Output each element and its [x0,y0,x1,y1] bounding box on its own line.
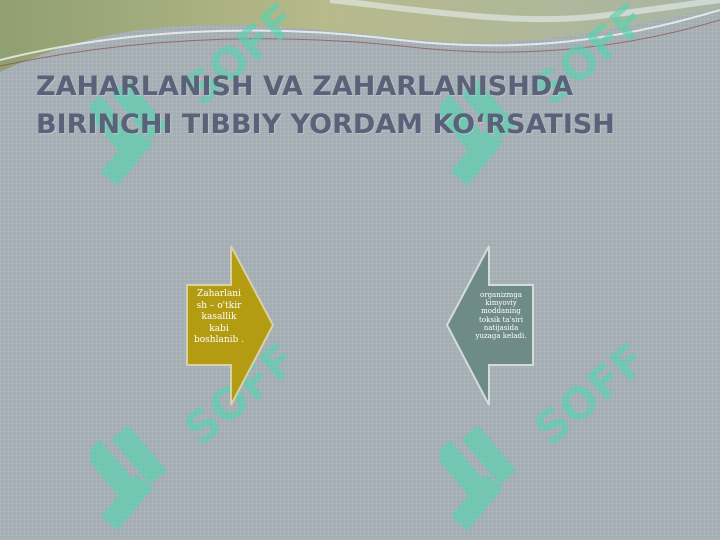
watermark-logo-bottom-right: SOFF [440,334,657,531]
watermark-logo-top-right: SOFF [440,0,657,186]
watermark-logo-top-left: SOFF [90,0,290,186]
slide-title: ZAHARLANISH VA ZAHARLANISHDA BIRINCHI TI… [36,71,615,140]
arrow-right-text: organizmga kimyoviy moddaning toksik ta'… [475,291,527,341]
arrow-callout-right-pointing [186,245,275,406]
top-wave-decoration [0,0,720,72]
arrow-callout-left-pointing [445,245,534,406]
arrow-left-text: Zaharlani sh – o'tkir kasallik kabi bosh… [194,289,244,345]
svg-text:SOFF: SOFF [525,334,657,456]
